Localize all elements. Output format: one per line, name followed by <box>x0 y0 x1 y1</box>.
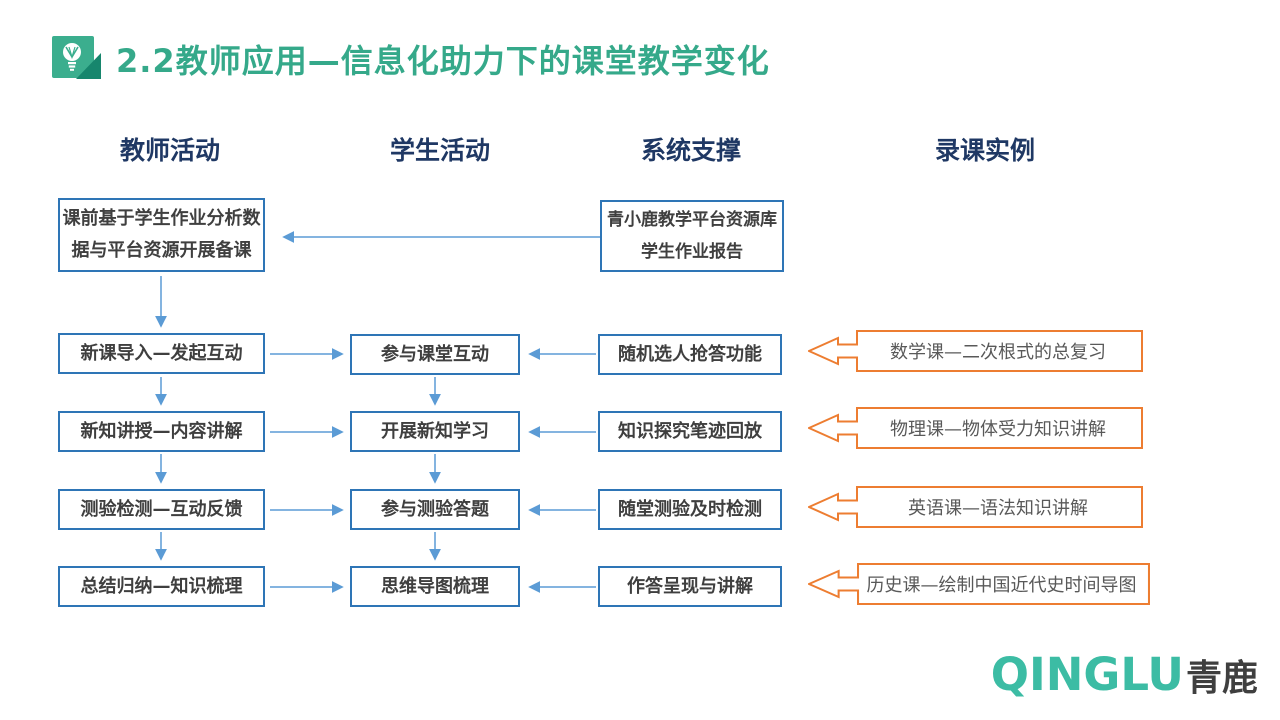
callout-arrow-shape <box>808 330 1143 372</box>
example-callout-4: 历史课—绘制中国近代史时间导图 <box>808 563 1150 605</box>
teacher-preclass-box: 课前基于学生作业分析数 据与平台资源开展备课 <box>58 198 265 272</box>
teacher-step-box-4: 总结归纳—知识梳理 <box>58 566 265 607</box>
student-step-box-3: 参与测验答题 <box>350 489 520 530</box>
qinglu-logo: QINGLU 青鹿 <box>991 648 1258 701</box>
example-callout-text-1: 数学课—二次根式的总复习 <box>890 342 1106 363</box>
column-header-system: 系统支撑 <box>640 136 742 165</box>
logo-cn-text: 青鹿 <box>1185 658 1258 699</box>
teacher-preclass-line2: 据与平台资源开展备课 <box>71 240 252 261</box>
example-callout-2: 物理课—物体受力知识讲解 <box>808 407 1143 449</box>
system-preclass-box: 青小鹿教学平台资源库 学生作业报告 <box>600 200 784 272</box>
title-row: 2.2教师应用—信息化助力下的课堂教学变化 <box>52 36 770 82</box>
student-step-box-1: 参与课堂互动 <box>350 334 520 375</box>
student-step-box-4: 思维导图梳理 <box>350 566 520 607</box>
system-preclass-line2: 学生作业报告 <box>641 242 743 262</box>
teacher-step-box-3: 测验检测—互动反馈 <box>58 489 265 530</box>
teacher-step-box-1: 新课导入—发起互动 <box>58 333 265 374</box>
system-step-box-4: 作答呈现与讲解 <box>598 566 782 607</box>
system-preclass-line1: 青小鹿教学平台资源库 <box>607 210 777 230</box>
lightbulb-icon <box>52 36 102 82</box>
example-callout-3: 英语课—语法知识讲解 <box>808 486 1143 528</box>
column-header-examples: 录课实例 <box>934 136 1036 165</box>
system-step-box-3: 随堂测验及时检测 <box>598 489 782 530</box>
page-title: 2.2教师应用—信息化助力下的课堂教学变化 <box>116 42 770 80</box>
system-step-box-1: 随机选人抢答功能 <box>598 334 782 375</box>
system-step-box-2: 知识探究笔迹回放 <box>598 411 782 452</box>
example-callout-text-2: 物理课—物体受力知识讲解 <box>890 419 1106 440</box>
logo-latin-text: QINGLU <box>990 648 1184 701</box>
teacher-step-box-2: 新知讲授—内容讲解 <box>58 411 265 452</box>
column-header-student: 学生活动 <box>389 136 491 165</box>
callout-arrow-shape <box>808 407 1143 449</box>
student-step-box-2: 开展新知学习 <box>350 411 520 452</box>
teacher-preclass-line1: 课前基于学生作业分析数 <box>62 208 261 229</box>
example-callout-text-4: 历史课—绘制中国近代史时间导图 <box>866 575 1137 596</box>
example-callout-1: 数学课—二次根式的总复习 <box>808 330 1143 372</box>
column-header-teacher: 教师活动 <box>119 136 221 165</box>
example-callout-text-3: 英语课—语法知识讲解 <box>908 498 1088 519</box>
callout-arrow-shape <box>808 563 1150 605</box>
callout-arrow-shape <box>808 486 1143 528</box>
